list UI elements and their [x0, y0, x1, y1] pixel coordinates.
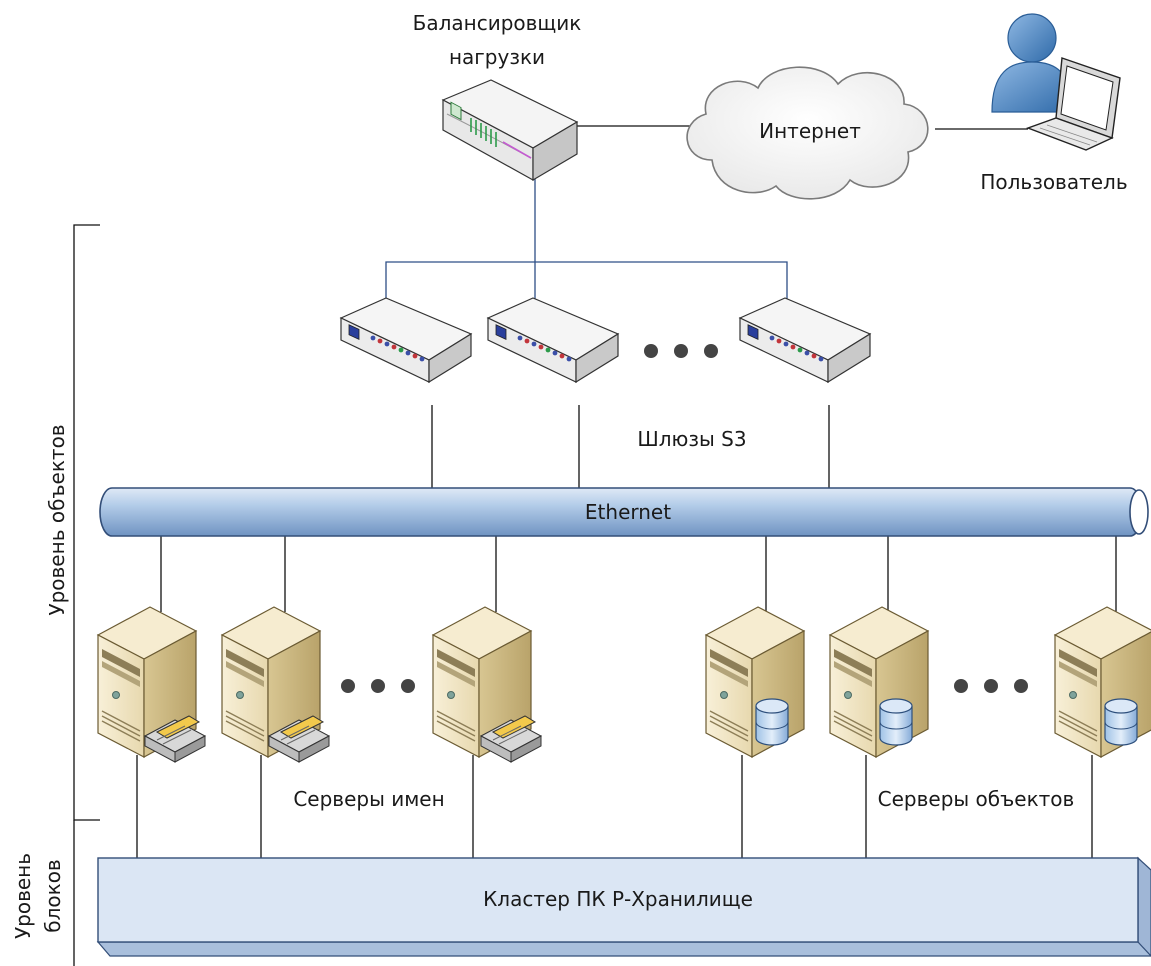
storage-cluster[interactable]: Кластер ПК Р-Хранилище	[96, 856, 1151, 957]
ellipsis-icon	[341, 679, 415, 693]
load-balancer[interactable]: Балансировщик нагрузки	[413, 11, 582, 182]
ethernet-bus[interactable]: Ethernet	[99, 487, 1149, 537]
object-server[interactable]	[829, 606, 929, 758]
ethernet-label: Ethernet	[585, 500, 671, 524]
load-balancer-label-line2: нагрузки	[449, 45, 545, 69]
object-servers-label: Серверы объектов	[878, 787, 1075, 811]
name-server[interactable]	[97, 606, 206, 763]
object-server[interactable]	[1054, 606, 1151, 758]
load-balancer-icon	[441, 79, 579, 182]
object-level-label: Уровень объектов	[45, 424, 69, 615]
server-icon	[829, 606, 929, 758]
gateway-icon[interactable]	[487, 297, 619, 383]
level-brackets: Уровень объектов Уровень блоков	[11, 224, 100, 966]
database-icon	[755, 698, 789, 746]
name-server[interactable]	[221, 606, 330, 763]
cloud-icon	[686, 66, 929, 200]
internet-label: Интернет	[759, 119, 861, 143]
server-icon	[705, 606, 805, 758]
block-level-label-line2: блоков	[41, 859, 65, 932]
name-server[interactable]	[432, 606, 542, 763]
ellipsis-icon	[644, 344, 718, 358]
gateway-icon[interactable]	[739, 297, 871, 383]
internet-cloud[interactable]: Интернет	[686, 66, 929, 200]
user[interactable]: Пользователь	[980, 13, 1128, 194]
load-balancer-label-line1: Балансировщик	[413, 11, 582, 35]
object-server[interactable]	[705, 606, 805, 758]
database-icon	[879, 698, 913, 746]
user-label: Пользователь	[980, 170, 1127, 194]
user-icon	[991, 13, 1073, 113]
name-servers: Серверы имен	[97, 606, 542, 811]
block-level-label-line1: Уровень	[11, 853, 35, 939]
laptop-icon	[1025, 57, 1121, 151]
gateway-icon[interactable]	[340, 297, 472, 383]
name-servers-label: Серверы имен	[293, 787, 444, 811]
ellipsis-icon	[954, 679, 1028, 693]
object-servers: Серверы объектов	[705, 606, 1151, 811]
wires	[136, 125, 1117, 858]
gateways-label: Шлюзы S3	[637, 427, 746, 451]
s3-gateways: Шлюзы S3	[340, 297, 871, 451]
database-icon	[1104, 698, 1138, 746]
cluster-label: Кластер ПК Р-Хранилище	[483, 887, 753, 911]
